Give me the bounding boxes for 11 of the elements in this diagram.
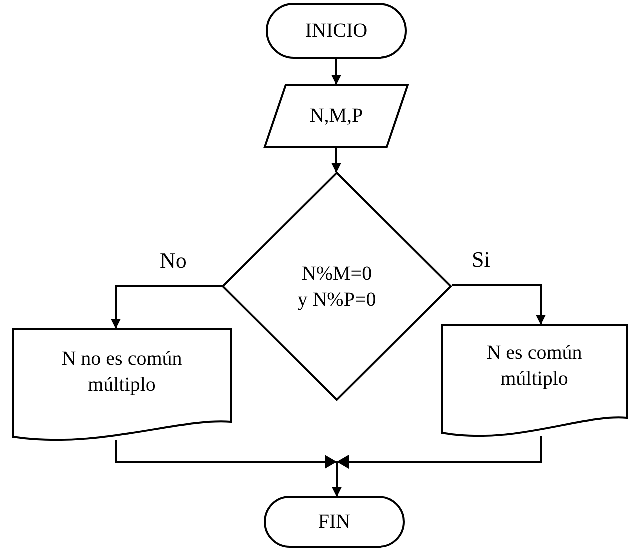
node-text: N no es común múltiplo <box>60 347 184 398</box>
arrow <box>452 284 546 325</box>
node-text: FIN <box>318 510 351 535</box>
arrow <box>332 148 342 173</box>
node-text: N es común múltiplo <box>486 341 584 392</box>
node-text: N%M=0 y N%P=0 <box>297 262 377 312</box>
node-text: N,M,P <box>310 104 364 129</box>
node-text: INICIO <box>305 19 368 44</box>
arrow <box>111 286 222 329</box>
arrow <box>332 59 342 85</box>
arrow <box>332 436 542 497</box>
